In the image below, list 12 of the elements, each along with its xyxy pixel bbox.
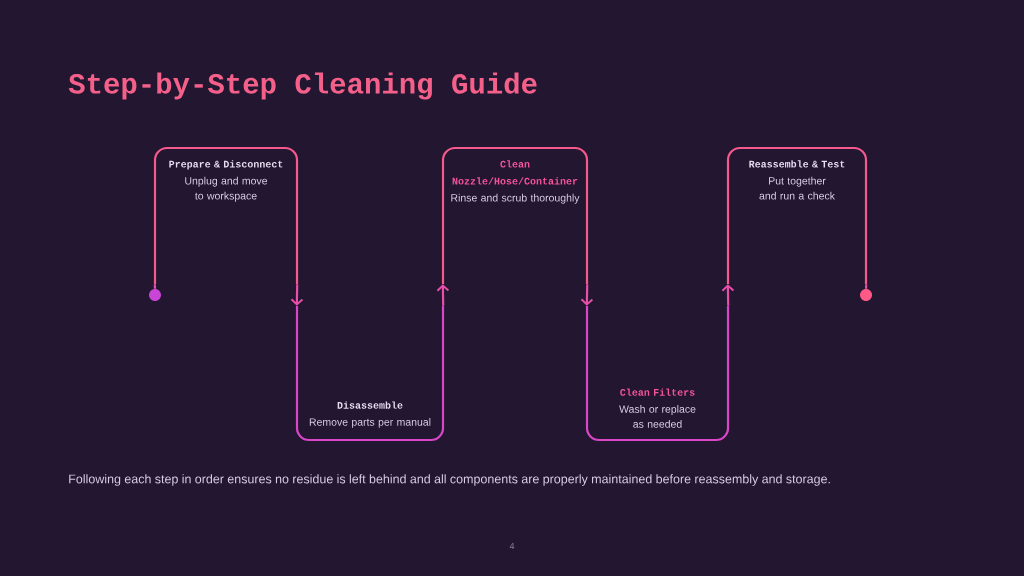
arrow [290, 284, 304, 306]
page-number: 4 [509, 542, 515, 550]
step-box: Disassemble Remove parts per manual [295, 306, 445, 442]
title: Step-by-Step Cleaning Guide [68, 72, 537, 100]
caption: Following each step in order ensures no residue is left behind and all components are properly maintained before reassembly and storage. [69, 474, 830, 486]
step-box: Clean Filters Wash or replace as needed [585, 306, 730, 442]
step-box: Prepare & Disconnect Unplug and move to workspace [153, 146, 299, 284]
step-box: Reassemble & Test Put together and run a check [726, 146, 868, 284]
arrow [436, 284, 450, 306]
arrow [721, 284, 735, 306]
step-box: Clean Nozzle/Hose/Container Rinse and scrub thoroughly [441, 146, 589, 284]
arrow [580, 284, 594, 306]
